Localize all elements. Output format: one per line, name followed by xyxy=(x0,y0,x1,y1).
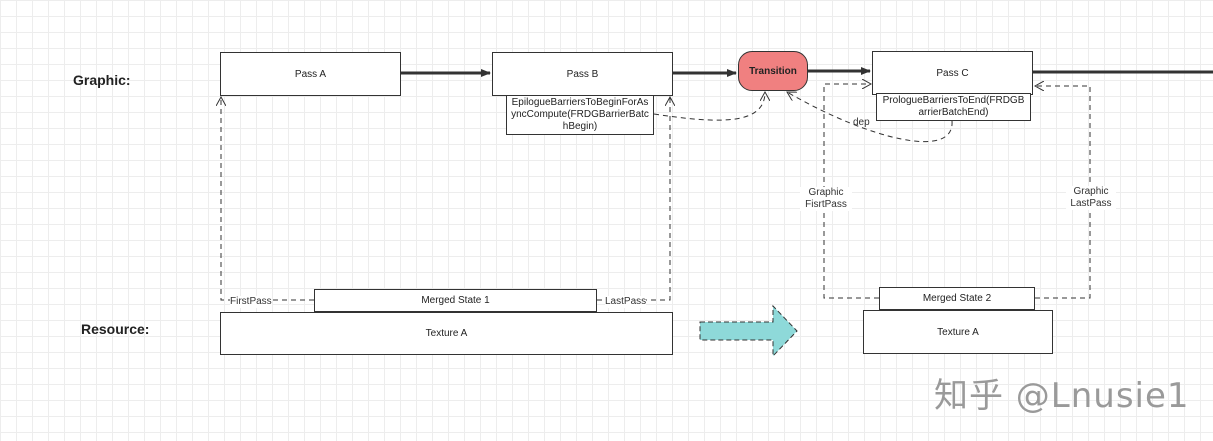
edge-label-graphic-first-pass-line2: FisrtPass xyxy=(805,199,847,210)
node-pass-c-label: Pass C xyxy=(936,67,969,79)
node-texture-a-right-label: Texture A xyxy=(937,326,979,338)
edge-last-pass xyxy=(597,97,670,301)
edge-label-last-pass: LastPass xyxy=(605,296,647,308)
node-pass-b-label: Pass B xyxy=(566,68,599,80)
node-merged-state-2[interactable]: Merged State 2 xyxy=(879,287,1035,310)
edge-label-dep: dep xyxy=(853,117,870,128)
node-texture-a-right[interactable]: Texture A xyxy=(863,310,1053,354)
node-transition-label: Transition xyxy=(749,65,797,77)
edge-label-graphic-last-pass: Graphic LastPass xyxy=(1066,186,1116,210)
node-transition[interactable]: Transition xyxy=(738,51,808,91)
node-epilogue-barriers-label: EpilogueBarriersToBeginForAsyncCompute(F… xyxy=(511,97,649,132)
lane-label-graphic: Graphic: xyxy=(73,72,131,88)
edge-label-first-pass: FirstPass xyxy=(230,296,272,308)
edge-dep xyxy=(787,92,953,142)
node-merged-state-2-label: Merged State 2 xyxy=(922,293,992,304)
edge-label-graphic-first-pass-line1: Graphic xyxy=(808,187,844,198)
node-pass-b[interactable]: Pass B xyxy=(492,52,673,96)
node-texture-a-left-label: Texture A xyxy=(425,328,468,339)
lane-label-resource: Resource: xyxy=(81,321,150,337)
node-merged-state-1-label: Merged State 1 xyxy=(421,295,490,306)
edge-first-pass xyxy=(221,97,314,301)
edge-label-graphic-last-pass-line2: LastPass xyxy=(1070,198,1112,209)
node-epilogue-barriers[interactable]: EpilogueBarriersToBeginForAsyncCompute(F… xyxy=(506,95,654,135)
node-merged-state-1[interactable]: Merged State 1 xyxy=(314,289,597,312)
edge-epilogue-to-transition xyxy=(653,92,765,121)
node-texture-a-left[interactable]: Texture A xyxy=(220,312,673,355)
node-pass-a[interactable]: Pass A xyxy=(220,52,401,96)
edge-graphic-last-pass xyxy=(1035,86,1091,299)
node-prologue-barriers-label: PrologueBarriersToEnd(FRDGBarrierBatchEn… xyxy=(882,95,1025,118)
edge-label-graphic-last-pass-line1: Graphic xyxy=(1073,186,1109,197)
node-prologue-barriers[interactable]: PrologueBarriersToEnd(FRDGBarrierBatchEn… xyxy=(876,93,1031,121)
state-transition-arrow xyxy=(699,304,798,358)
node-pass-c[interactable]: Pass C xyxy=(872,51,1033,95)
node-pass-a-label: Pass A xyxy=(294,68,327,80)
edge-label-graphic-first-pass: Graphic FisrtPass xyxy=(800,187,852,211)
watermark: 知乎 @Lnusie1 xyxy=(934,376,1190,416)
